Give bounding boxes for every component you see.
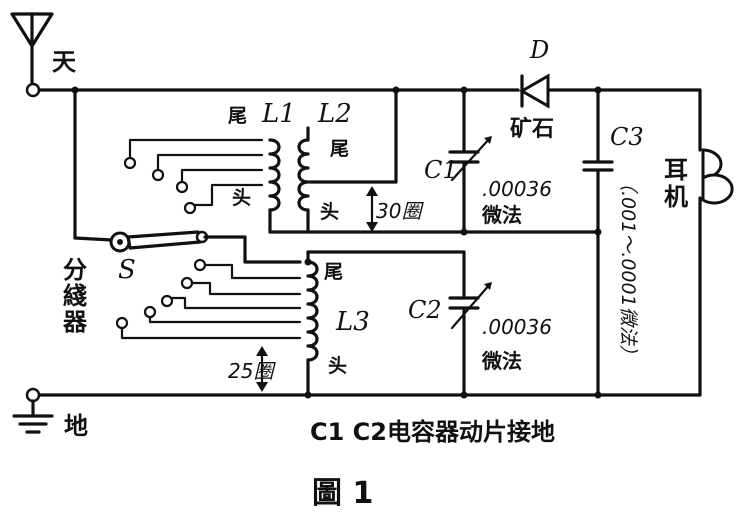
l1-label: L1: [261, 99, 296, 129]
diode-label: D: [529, 36, 549, 64]
switch-name-1: 分: [63, 256, 87, 284]
l3-coil: [306, 250, 466, 397]
c2-unit: 微法: [481, 349, 522, 373]
l3-label: L3: [335, 307, 370, 337]
tap-switch: [73, 230, 209, 253]
c3-label: C3: [610, 123, 644, 151]
antenna-symbol: [10, 12, 54, 98]
earphone-symbol: [698, 88, 734, 397]
earphone-label-2: 机: [664, 183, 688, 211]
l1-coil: [268, 138, 466, 234]
l3-tail-label: 尾: [324, 261, 343, 283]
l3-tap-wires: [115, 258, 302, 340]
figure-caption: 圖 1: [312, 476, 373, 511]
switch-name-2: 綫: [63, 282, 87, 310]
earphone-label-1: 耳: [664, 156, 688, 184]
turns-l3-label: 25圈: [228, 359, 276, 383]
l2-label: L2: [317, 99, 352, 129]
bottom-note: C1 C2电容器动片接地: [310, 418, 555, 446]
c2-capacitor: [448, 250, 492, 397]
l1-tail-label: 尾: [228, 105, 247, 127]
c1-unit: 微法: [481, 203, 522, 227]
l1-tap-wires: [123, 138, 264, 215]
c3-capacitor: [582, 86, 614, 397]
turns-l2-indicator: [366, 186, 378, 232]
l2-coil: [297, 126, 398, 234]
l2-tail-label: 尾: [330, 138, 349, 160]
c2-value: .00036: [482, 315, 552, 339]
turns-l3-indicator: [256, 346, 268, 392]
switch-name-3: 器: [62, 308, 88, 336]
ground-symbol: [12, 387, 54, 434]
antenna-label: 天: [52, 48, 76, 76]
c1-label: C1: [424, 156, 458, 184]
c1-value: .00036: [482, 177, 552, 201]
ground-label: 地: [64, 412, 88, 440]
l2-head-label: 头: [320, 201, 339, 223]
diode-symbol: [518, 73, 702, 109]
c1-capacitor: [448, 136, 492, 234]
switch-to-l3-wire: [203, 235, 302, 264]
diode-name: 矿石: [510, 116, 554, 142]
l1-head-label: 头: [232, 187, 251, 209]
switch-letter: S: [118, 255, 136, 285]
turns-l2-label: 30圈: [376, 199, 424, 223]
c2-label: C2: [408, 296, 442, 324]
c3-spec: （.001～.0001微法）: [617, 172, 639, 364]
l3-head-label: 头: [328, 355, 347, 377]
